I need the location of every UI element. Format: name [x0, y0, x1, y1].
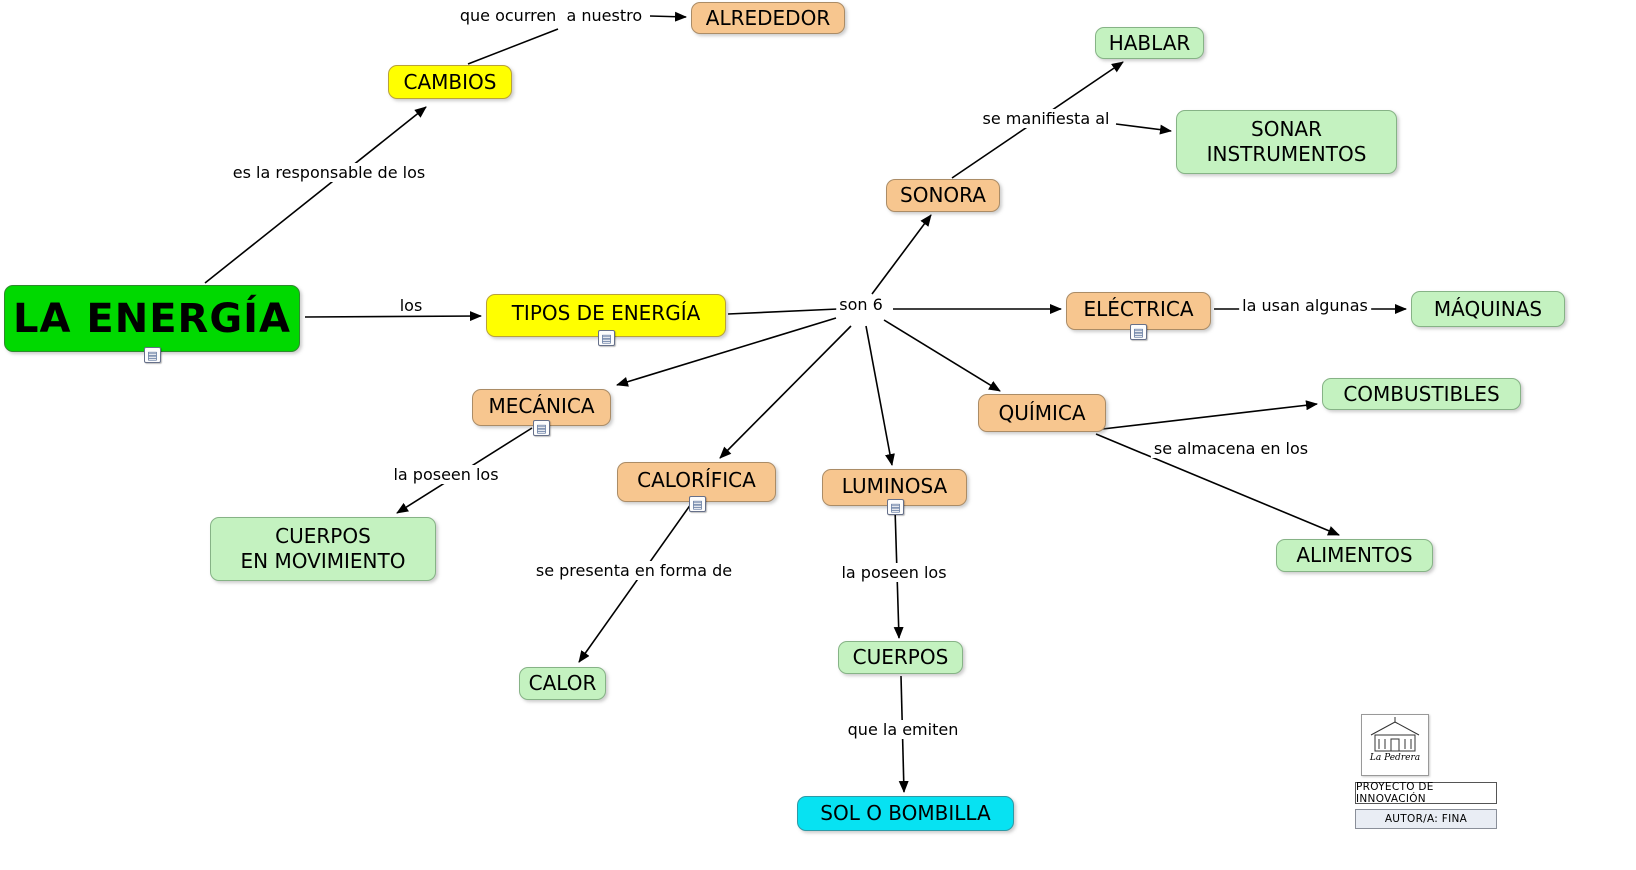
node-tipos-de-energia[interactable]: TIPOS DE ENERGÍA	[486, 294, 726, 337]
arrow-son6-luminosa	[865, 325, 895, 466]
node-calor[interactable]: CALOR	[519, 667, 606, 700]
node-sonar-instrumentos[interactable]: SONAR INSTRUMENTOS	[1176, 110, 1397, 174]
arrow-label-sonar-instrumentos	[1115, 123, 1172, 135]
arrow-son6-sonora	[871, 214, 932, 295]
edge-label-se-manifiesta-al: se manifiesta al	[979, 109, 1113, 128]
author-banner: AUTOR/A: FINA	[1355, 809, 1497, 829]
edge-label-la-usan-algunas: la usan algunas	[1239, 296, 1371, 315]
arrow-son6-quimica	[883, 319, 1001, 392]
arrow-son6-mecanica	[616, 317, 837, 387]
resource-icon-electrica[interactable]: ▤	[1130, 324, 1147, 340]
node-cuerpos-en-movimiento[interactable]: CUERPOS EN MOVIMIENTO	[210, 517, 436, 581]
resource-icon-calorifica[interactable]: ▤	[689, 496, 706, 512]
arrow-calorifica-calor	[578, 503, 692, 663]
project-banner: PROYECTO DE INNOVACIÓN	[1355, 781, 1497, 805]
edge-label-es-la-responsable: es la responsable de los	[229, 163, 429, 182]
node-calorifica[interactable]: CALORÍFICA	[617, 462, 776, 502]
resource-icon-luminosa[interactable]: ▤	[887, 499, 904, 515]
node-mecanica[interactable]: MECÁNICA	[472, 389, 611, 426]
edge-label-la-poseen-los-lum: la poseen los	[838, 563, 950, 582]
edge-label-los: los	[396, 296, 426, 315]
edge-label-que-ocurren: que ocurren a nuestro	[456, 6, 646, 25]
edge-label-que-la-emiten: que la emiten	[844, 720, 962, 739]
arrow-label-alrededor	[649, 11, 687, 22]
node-sol-o-bombilla[interactable]: SOL O BOMBILLA	[797, 796, 1014, 831]
node-luminosa[interactable]: LUMINOSA	[822, 469, 967, 506]
line-tipos-son6	[727, 308, 839, 315]
node-combustibles[interactable]: COMBUSTIBLES	[1322, 378, 1521, 410]
house-sketch-icon	[1370, 717, 1420, 752]
resource-icon-mecanica[interactable]: ▤	[533, 420, 550, 436]
arrow-energia-tipos	[304, 311, 482, 322]
node-hablar[interactable]: HABLAR	[1095, 27, 1204, 59]
edge-label-son-6: son 6	[836, 295, 886, 314]
node-cambios[interactable]: CAMBIOS	[388, 65, 512, 99]
node-la-energia[interactable]: LA ENERGÍA	[4, 285, 300, 352]
school-logo: La Pedrera	[1361, 714, 1429, 776]
node-alrededor[interactable]: ALREDEDOR	[691, 2, 845, 34]
school-logo-text: La Pedrera	[1369, 753, 1421, 763]
node-alimentos[interactable]: ALIMENTOS	[1276, 539, 1433, 572]
arrow-energia-cambios	[204, 106, 427, 284]
node-sonora[interactable]: SONORA	[886, 179, 1000, 212]
edge-label-la-poseen-los-mov: la poseen los	[390, 465, 502, 484]
arrow-quimica-alimentos	[1095, 433, 1340, 536]
arrow-son6-calorifica	[719, 325, 852, 459]
edge-label-se-almacena: se almacena en los	[1150, 439, 1312, 458]
node-cuerpos[interactable]: CUERPOS	[838, 641, 963, 674]
edge-label-se-presenta: se presenta en forma de	[532, 561, 736, 580]
resource-icon-tipos[interactable]: ▤	[598, 330, 615, 346]
node-quimica[interactable]: QUÍMICA	[978, 394, 1106, 432]
node-electrica[interactable]: ELÉCTRICA	[1066, 292, 1211, 330]
line-cambios-label	[467, 28, 559, 65]
arrow-quimica-combustibles	[1093, 400, 1318, 431]
node-maquinas[interactable]: MÁQUINAS	[1411, 291, 1565, 327]
resource-icon-la-energia[interactable]: ▤	[144, 347, 161, 363]
